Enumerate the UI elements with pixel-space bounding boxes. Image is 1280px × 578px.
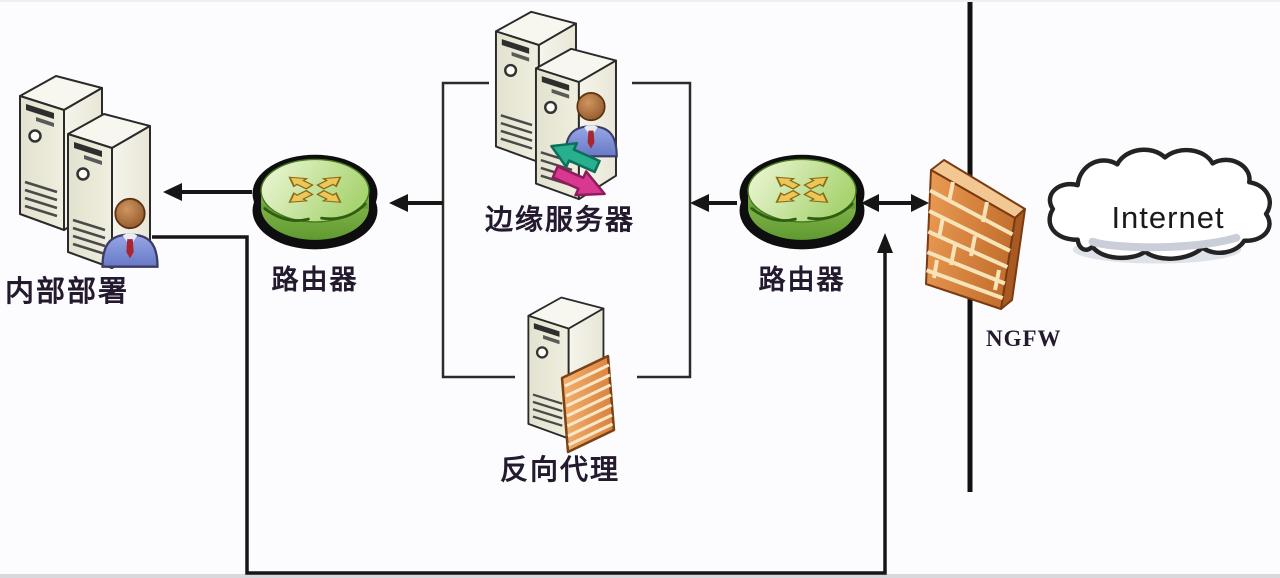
ngfw-label: NGFW (986, 326, 1062, 351)
ngfw-firewall-icon (915, 152, 1030, 317)
internal-label: 内部部署 (5, 274, 130, 308)
router-right-icon (734, 150, 870, 256)
router-left-icon (247, 150, 383, 256)
arrow-bracket-to-left-router (389, 194, 443, 212)
edge-servers-label: 边缘服务器 (484, 203, 635, 236)
internal-user-icon (97, 190, 163, 270)
arrow-router-to-internal (163, 183, 252, 201)
router-left-label: 路由器 (271, 265, 359, 296)
reverse-proxy-panel-icon (558, 352, 620, 456)
top-edge-strip (0, 0, 1280, 2)
arrow-right-router-to-bracket (690, 194, 737, 212)
reverse-proxy-label: 反向代理 (499, 453, 620, 486)
internet-label: Internet (1111, 200, 1225, 235)
router-right-label: 路由器 (758, 265, 846, 296)
sync-arrows-icon (536, 138, 620, 202)
bottom-edge-strip (0, 574, 1280, 578)
